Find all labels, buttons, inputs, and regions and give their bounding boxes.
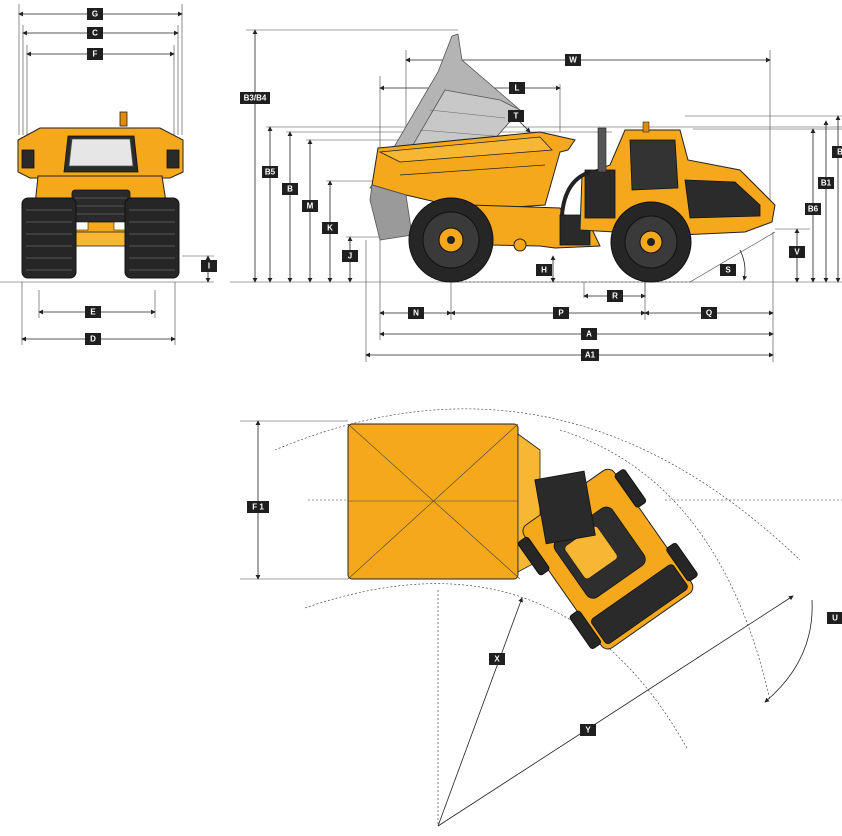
dim-label-S: S xyxy=(720,264,736,276)
dim-label-B6: B6 xyxy=(805,203,821,215)
svg-text:F: F xyxy=(93,50,98,59)
svg-text:G: G xyxy=(92,10,98,19)
dim-label-G: G xyxy=(87,8,103,20)
svg-text:B5: B5 xyxy=(265,168,276,177)
dim-label-K: K xyxy=(322,222,338,234)
dim-label-Y: Y xyxy=(580,724,596,736)
dim-label-A: A xyxy=(581,328,597,340)
front-wheel xyxy=(610,201,692,283)
svg-text:Y: Y xyxy=(585,726,591,735)
top-view-dump-body xyxy=(347,423,541,580)
dim-label-A1: A1 xyxy=(581,349,599,361)
dim-label-I: I xyxy=(201,260,217,272)
dim-label-B5: B5 xyxy=(262,166,278,178)
svg-text:J: J xyxy=(348,252,352,261)
svg-text:H: H xyxy=(541,266,547,275)
svg-text:S: S xyxy=(725,266,731,275)
dim-label-D: D xyxy=(85,333,101,345)
svg-text:F 1: F 1 xyxy=(252,503,264,512)
svg-text:R: R xyxy=(612,292,618,301)
svg-text:A1: A1 xyxy=(585,351,596,360)
svg-text:Q: Q xyxy=(706,309,712,318)
dim-label-F: F xyxy=(87,48,103,60)
dim-label-B3B4: B3/B4 xyxy=(240,92,270,104)
svg-text:V: V xyxy=(794,248,800,257)
turning-view: F 1 X Y U xyxy=(240,408,842,827)
dim-label-L: L xyxy=(509,82,525,94)
svg-text:X: X xyxy=(494,655,500,664)
dim-label-T: T xyxy=(508,110,524,122)
dim-label-M: M xyxy=(302,200,318,212)
svg-text:B1: B1 xyxy=(821,179,832,188)
dim-label-X: X xyxy=(489,653,505,665)
svg-text:E: E xyxy=(90,308,96,317)
svg-text:B6: B6 xyxy=(808,205,819,214)
side-view: W L T B3/B4 B5 B M K J H B1 B6 B V S R N… xyxy=(230,29,842,362)
dim-label-H: H xyxy=(536,264,552,276)
dim-label-J: J xyxy=(342,250,358,262)
dim-label-R: R xyxy=(607,290,623,302)
dim-label-V: V xyxy=(789,246,805,258)
svg-text:I: I xyxy=(208,262,210,271)
dim-label-U: U xyxy=(827,612,842,624)
svg-text:T: T xyxy=(514,112,519,121)
svg-text:U: U xyxy=(832,614,838,623)
svg-text:A: A xyxy=(586,330,592,339)
front-view: G C F I E D xyxy=(0,4,217,345)
svg-text:L: L xyxy=(515,84,520,93)
dim-label-B-right: B xyxy=(832,146,842,158)
svg-text:W: W xyxy=(569,56,577,65)
svg-text:K: K xyxy=(327,224,333,233)
svg-text:P: P xyxy=(558,309,564,318)
svg-text:M: M xyxy=(307,202,314,211)
dim-label-C: C xyxy=(87,27,103,39)
svg-text:B: B xyxy=(287,185,293,194)
dim-label-B1: B1 xyxy=(818,177,834,189)
svg-text:D: D xyxy=(90,335,96,344)
rear-wheel xyxy=(408,197,494,283)
dim-label-N: N xyxy=(408,307,424,319)
front-truck-illustration xyxy=(17,111,184,279)
dim-label-W: W xyxy=(565,54,581,66)
svg-text:B: B xyxy=(837,148,842,157)
dim-label-B: B xyxy=(282,183,298,195)
dim-label-F1: F 1 xyxy=(247,501,269,513)
svg-text:B3/B4: B3/B4 xyxy=(244,94,267,103)
dim-label-Q: Q xyxy=(701,307,717,319)
dump-body xyxy=(369,131,576,241)
dim-label-P: P xyxy=(553,307,569,319)
svg-text:N: N xyxy=(413,309,419,318)
dim-label-E: E xyxy=(85,306,101,318)
svg-text:C: C xyxy=(92,29,98,38)
